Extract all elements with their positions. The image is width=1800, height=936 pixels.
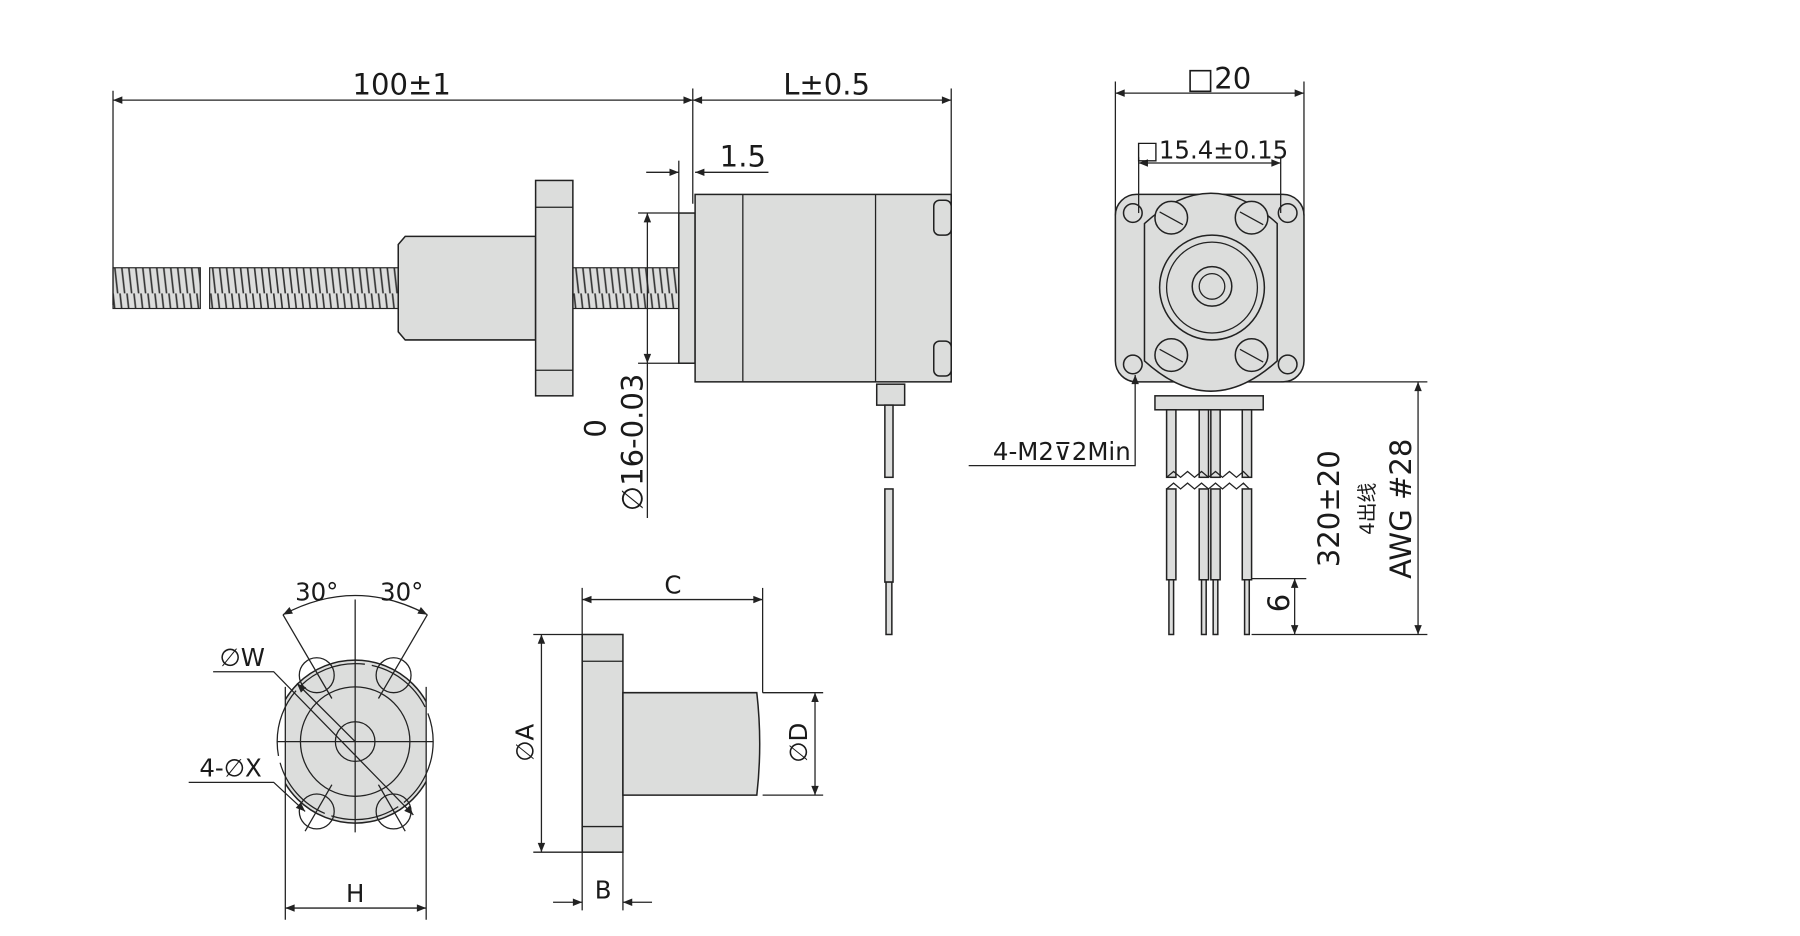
lead-gauge: AWG #28 <box>1384 439 1418 579</box>
dim-motor-length: L±0.5 <box>783 67 870 101</box>
nut-flange <box>534 179 574 397</box>
corner-mount-holes <box>1122 202 1298 375</box>
dim-pilot-diameter: ∅16-0.03 <box>616 374 650 512</box>
dim-outer-square: □20 <box>1187 61 1252 95</box>
dim-pilot-tolerance: 0 <box>578 419 612 438</box>
nut-side-view: C ∅A ∅D B <box>510 571 824 911</box>
dim-width: H <box>346 879 364 908</box>
dim-hole-pitch: □15.4±0.15 <box>1136 135 1288 164</box>
lead-screw <box>112 267 680 310</box>
angle-left: 30° <box>295 578 338 607</box>
nut-body <box>397 235 537 341</box>
motor-pilot <box>678 212 696 364</box>
motor-body <box>694 193 952 383</box>
lead-wire <box>875 383 906 636</box>
motor-front-view: □20 □15.4±0.15 4-M2⊽2Min 320±20 4出线 AWG … <box>968 61 1428 636</box>
dim-strip-length: 6 <box>1262 594 1296 613</box>
dim-length: C <box>664 571 681 600</box>
lead-count: 4出线 <box>1356 482 1379 534</box>
mount-thread-label: 4-M2⊽2Min <box>993 437 1131 466</box>
dim-flange-diameter: ∅A <box>510 723 539 761</box>
lead-wires <box>1165 409 1253 636</box>
dim-screw-length: 100±1 <box>353 67 451 101</box>
dim-lead-length: 320±20 <box>1312 450 1346 567</box>
dim-body-diameter: ∅D <box>784 723 813 763</box>
label-holes: 4-∅X <box>199 754 261 783</box>
dim-flange-thickness: B <box>595 876 612 905</box>
label-bolt-circle: ∅W <box>220 643 265 672</box>
angle-right: 30° <box>380 578 423 607</box>
nut-front-view: 30° 30° ∅W 4-∅X H <box>188 578 434 920</box>
dim-pilot-thickness: 1.5 <box>720 139 766 173</box>
screws <box>1154 200 1269 373</box>
side-view: 100±1 L±0.5 1.5 ∅16-0.03 0 <box>112 67 952 636</box>
